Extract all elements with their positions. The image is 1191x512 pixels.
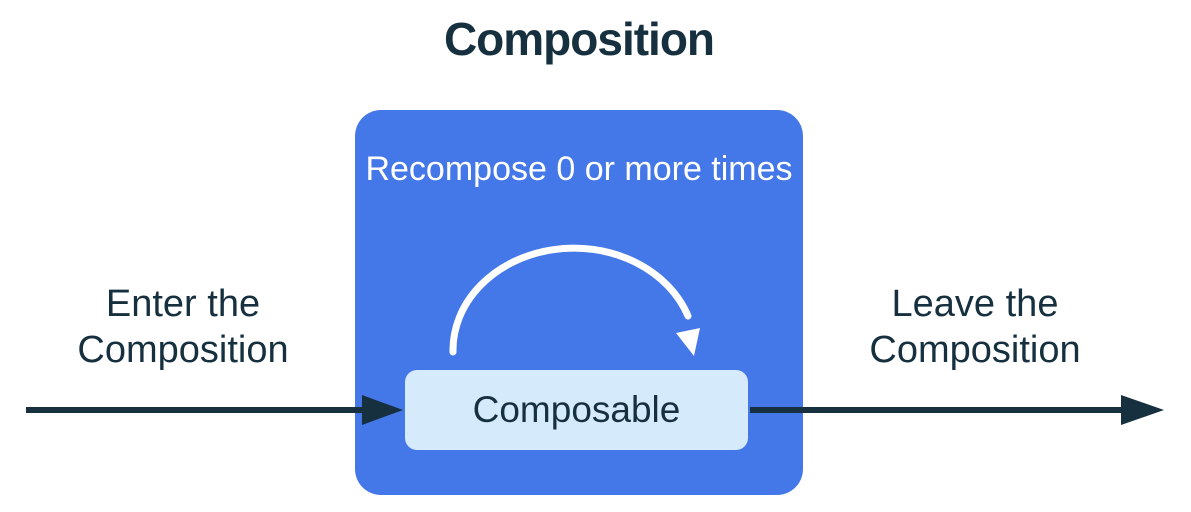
recompose-label-line1: Recompose 0 or bbox=[365, 150, 615, 188]
recompose-label-line2: more times bbox=[624, 150, 793, 188]
leave-composition-label-line2: Composition bbox=[869, 329, 1081, 371]
enter-composition-label-line2: Composition bbox=[77, 329, 289, 371]
enter-composition-label: Enter the Composition bbox=[8, 281, 358, 373]
leave-flow-arrow-icon bbox=[750, 395, 1164, 425]
page-title: Composition bbox=[443, 13, 715, 65]
enter-flow-arrow-icon bbox=[26, 395, 403, 425]
composable-box: Composable bbox=[405, 370, 748, 450]
leave-composition-label-line1: Leave the bbox=[891, 283, 1059, 325]
composable-label: Composable bbox=[472, 389, 681, 430]
enter-composition-label-line1: Enter the bbox=[105, 283, 261, 325]
leave-composition-label: Leave the Composition bbox=[800, 281, 1150, 373]
recompose-label: Recompose 0 or more times bbox=[355, 147, 803, 191]
